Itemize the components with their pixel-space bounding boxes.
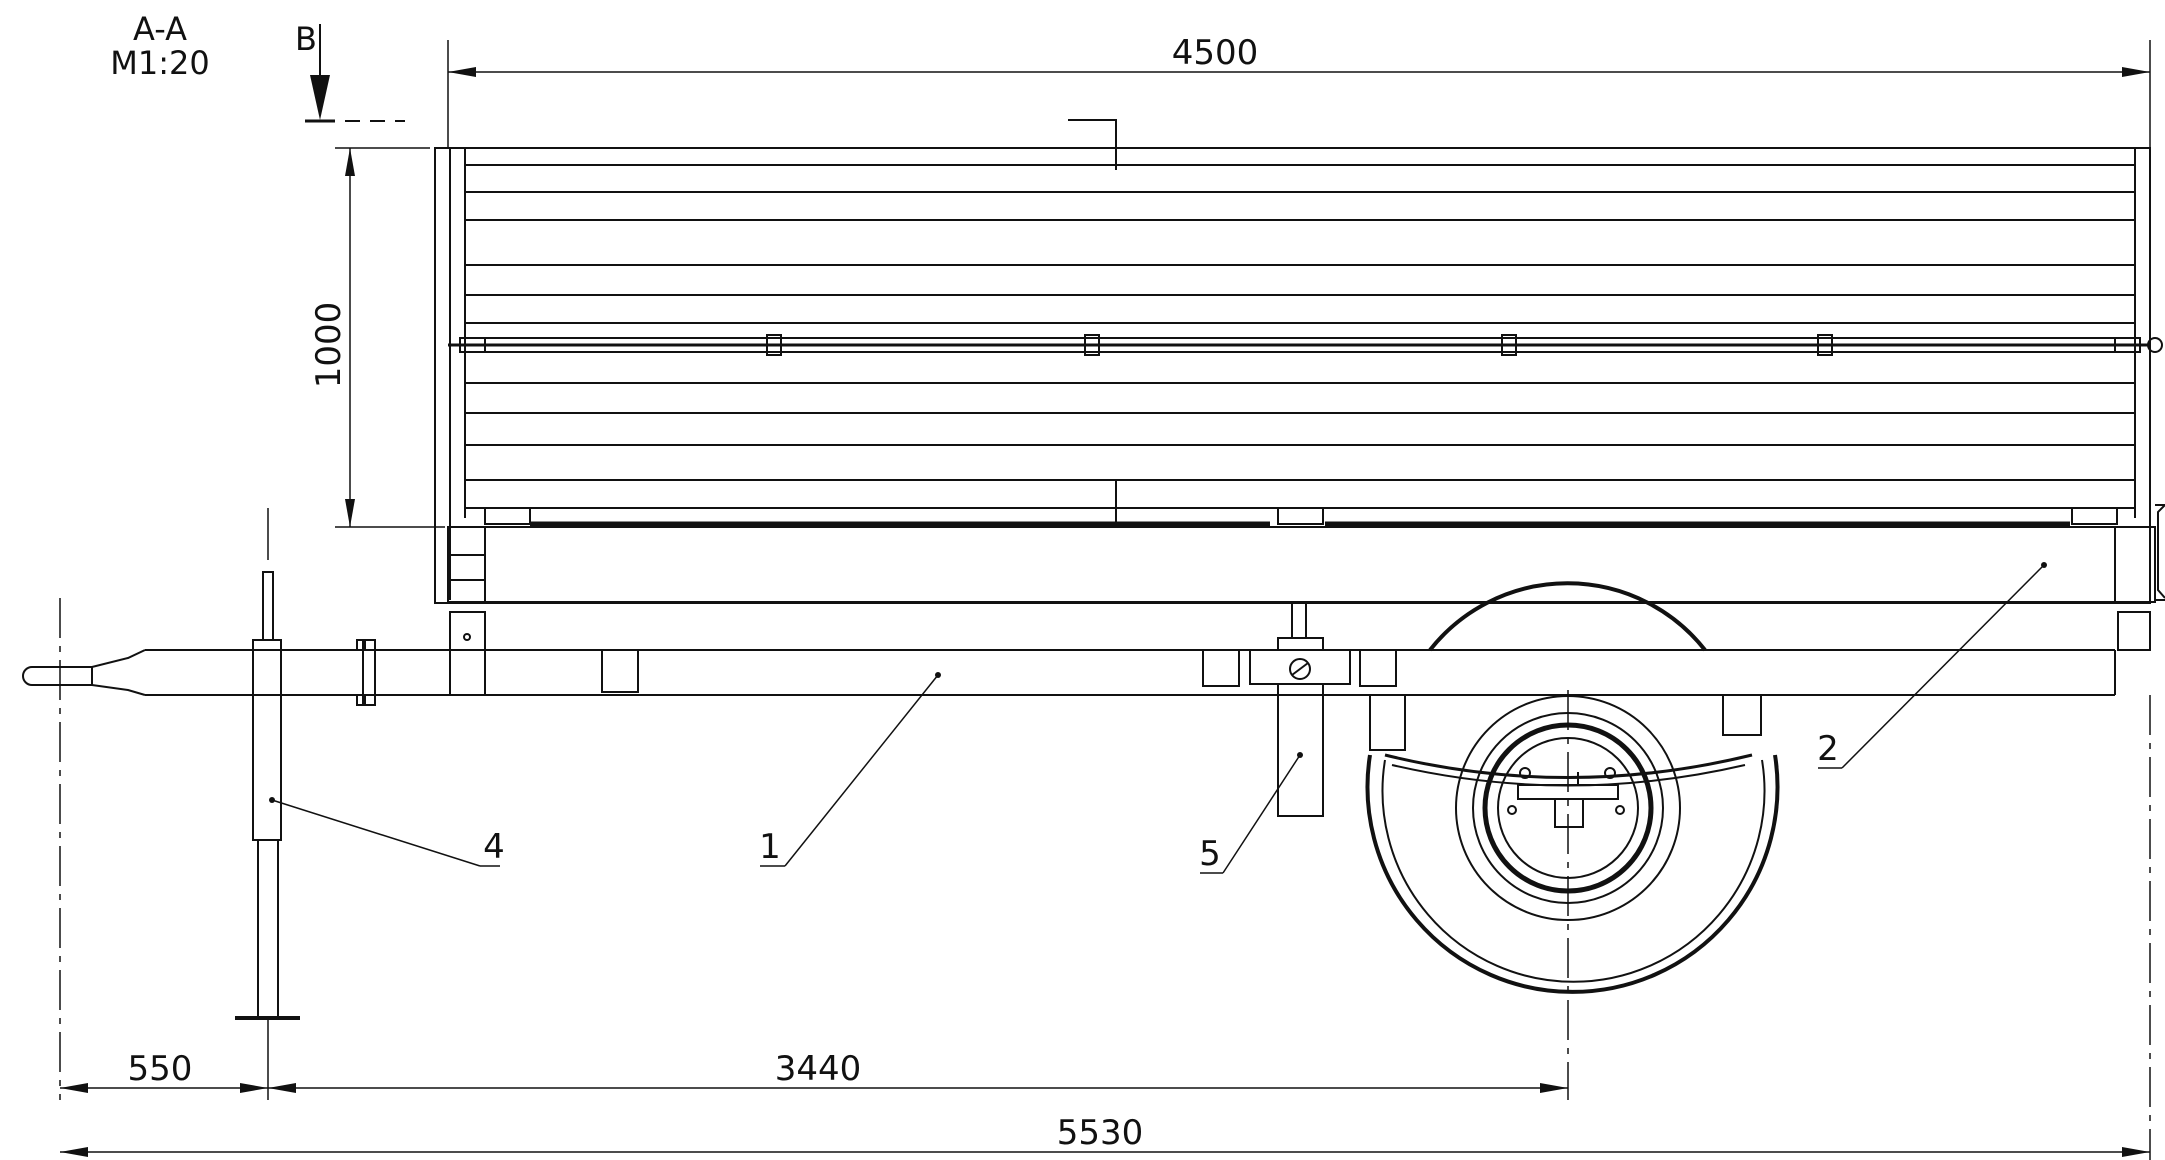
- section-scale: M1:20: [110, 44, 209, 82]
- drawbar-hitch: [22, 639, 376, 706]
- callout-item-5: 5: [1199, 752, 1303, 874]
- dimension-550: 550: [60, 1049, 268, 1093]
- section-title: A-A M1:20: [110, 10, 209, 82]
- dimension-1000: 1000: [309, 148, 355, 527]
- wheel-assembly: [1365, 581, 1780, 994]
- dimension-5530: 5530: [60, 1113, 2150, 1157]
- chassis-beam: [145, 611, 2151, 751]
- jack-stand: [235, 508, 300, 1020]
- dim-1000-label: 1000: [309, 302, 349, 389]
- callout-number: 5: [1199, 834, 1221, 874]
- dim-3440-label: 3440: [775, 1049, 862, 1089]
- centre-lines: [59, 40, 2151, 1160]
- view-marker-b: B: [295, 20, 405, 123]
- callout-item-4: 4: [269, 797, 505, 867]
- dimension-3440: 3440: [268, 1049, 1568, 1093]
- side-boards: [465, 164, 2135, 509]
- support-leg: [1249, 602, 1351, 817]
- view-marker-label: B: [295, 20, 317, 58]
- cargo-box: [434, 119, 2163, 604]
- dimension-4500: 4500: [448, 33, 2150, 77]
- callout-number: 4: [483, 827, 505, 867]
- callout-number: 2: [1817, 729, 1839, 769]
- box-subframe: [447, 504, 2165, 603]
- dim-550-label: 550: [128, 1049, 193, 1089]
- dim-5530-label: 5530: [1057, 1113, 1144, 1153]
- hinge-icon: [459, 334, 2163, 356]
- callout-item-2: 2: [1817, 562, 2047, 769]
- callout-number: 1: [759, 827, 781, 867]
- view-arrow-icon: [310, 75, 330, 120]
- callout-item-1: 1: [759, 672, 941, 867]
- dim-4500-label: 4500: [1172, 33, 1259, 73]
- rear-lamp: [2157, 504, 2165, 599]
- section-name: A-A: [133, 10, 187, 48]
